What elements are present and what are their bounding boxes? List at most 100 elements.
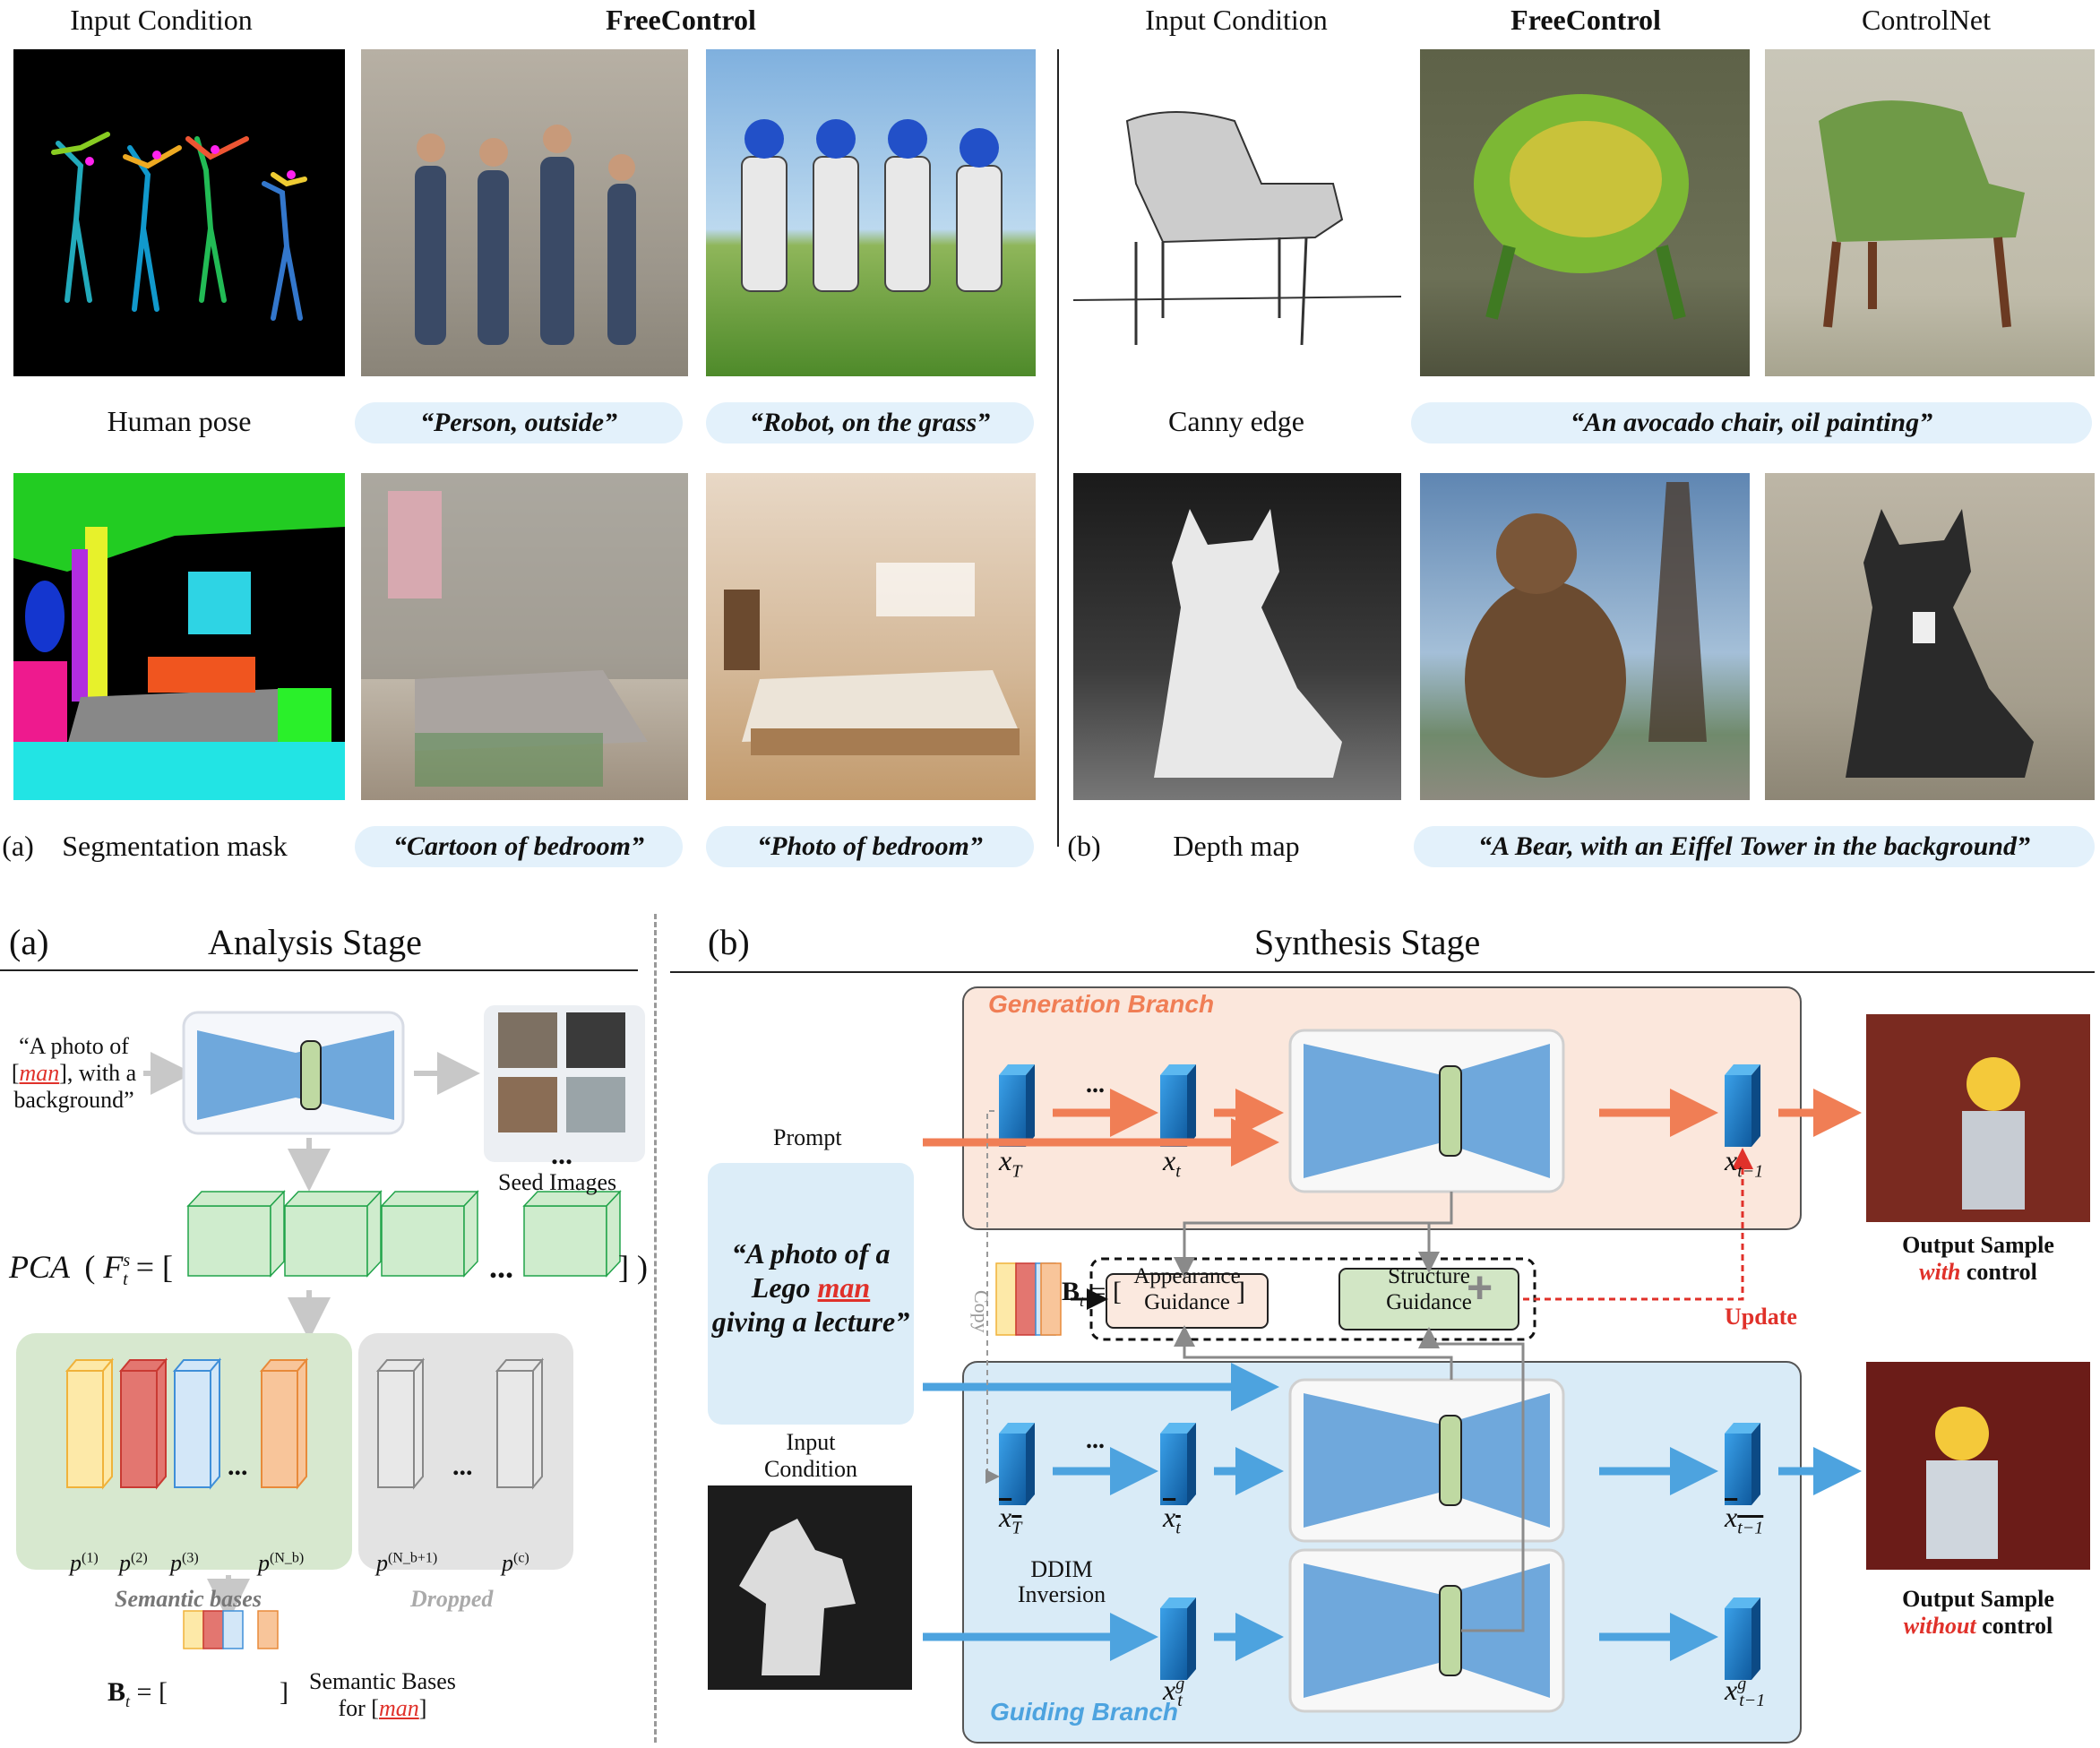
connector-guide-app	[1174, 1325, 1453, 1380]
row1-condition-label-a: Human pose	[107, 405, 252, 437]
synthesis-panel-label: (b)	[708, 922, 750, 962]
cube-xT-guide	[999, 1423, 1035, 1505]
analysis-prompt-line1: “A photo of	[19, 1033, 129, 1059]
var-xt1-guide: xt−1	[1725, 1501, 1764, 1538]
output-bear-eiffel-controlnet-image	[1765, 473, 2095, 800]
var-xt-gen: xt	[1163, 1144, 1181, 1182]
copy-dashed-arrow	[985, 1110, 1000, 1484]
structure-guidance-label: Structure Guidance	[1386, 1264, 1472, 1314]
cube-xt1-guide	[1725, 1423, 1760, 1505]
connector-gen-struct	[1418, 1221, 1451, 1273]
guiding-branch-label: Guiding Branch	[990, 1698, 1178, 1726]
top-divider	[1057, 49, 1059, 847]
feature-cube-2	[283, 1190, 383, 1278]
analysis-stage-title: Analysis Stage	[208, 922, 422, 962]
pca-F: F	[103, 1249, 124, 1285]
panel-label-top-b: (b)	[1067, 830, 1101, 862]
generation-branch-label: Generation Branch	[988, 990, 1215, 1018]
depth-map-condition-image	[1073, 473, 1401, 800]
output-cartoon-bedroom-image	[361, 473, 688, 800]
var-xt-guide: xt	[1163, 1501, 1181, 1538]
ddim-inversion-label: DDIM Inversion	[1017, 1556, 1106, 1607]
prompt-pill-cartoon-bedroom: “Cartoon of bedroom”	[355, 826, 683, 867]
analysis-bt-close: ]	[280, 1677, 288, 1707]
feature-cube-1	[186, 1190, 286, 1278]
seed-image-3	[498, 1077, 557, 1132]
connector-inv-struct	[1418, 1327, 1525, 1632]
semantic-bases-for-man: Semantic Bases for [man]	[309, 1668, 456, 1721]
output-bear-eiffel-freecontrol-image	[1420, 473, 1750, 800]
cube-xt-gen	[1160, 1064, 1196, 1147]
semantic-bases-man: man	[378, 1695, 419, 1721]
synthesis-prompt-text: “A photo of a Lego man giving a lecture”	[711, 1237, 910, 1338]
pca-ellipsis: ...	[489, 1249, 513, 1285]
lego-body-with	[1962, 1111, 2025, 1210]
bottom-dashed-divider	[654, 914, 657, 1743]
output-avocado-chair-freecontrol-image	[1420, 49, 1750, 376]
seed-images-ellipsis: ...	[551, 1138, 572, 1170]
synthesis-bt-label: Bt = [	[1062, 1277, 1122, 1310]
analysis-unet-encoder	[197, 1030, 296, 1120]
var-xtg: xgt	[1163, 1674, 1185, 1711]
basis-column-nb	[259, 1357, 309, 1490]
dropped-column-1	[375, 1357, 426, 1490]
depth-lecturer-silhouette	[739, 1519, 856, 1675]
prompt-pill-robot-grass: “Robot, on the grass”	[706, 402, 1034, 443]
pca-eq: = [	[135, 1249, 173, 1285]
basis-label-nb: p(N_b)	[258, 1550, 305, 1576]
pca-open: (	[84, 1249, 96, 1285]
lego-body-without	[1926, 1460, 1998, 1559]
analysis-panel-label: (a)	[9, 922, 49, 962]
analysis-bt-bar	[183, 1610, 279, 1649]
update-label: Update	[1725, 1304, 1797, 1330]
copy-label: Copy	[970, 1290, 993, 1333]
header-input-condition-b: Input Condition	[1145, 4, 1328, 36]
synthesis-bt-bar	[995, 1262, 1062, 1336]
pca-formula: PCA ( Fst = [	[9, 1249, 173, 1290]
update-dashed-arrow	[1523, 1148, 1753, 1301]
row1-condition-label-b: Canny edge	[1168, 405, 1304, 437]
unet-generation	[1288, 1029, 1565, 1193]
analysis-prompt: “A photo of [man], with a background”	[0, 1033, 148, 1114]
connector-gen-down	[1174, 1192, 1453, 1279]
synthesis-prompt-man: man	[817, 1271, 871, 1304]
segmentation-condition-image	[13, 473, 345, 800]
synthesis-input-condition-label: Input Condition	[763, 1429, 857, 1482]
output-avocado-chair-controlnet-image	[1765, 49, 2095, 376]
basis-label-1: p(1)	[70, 1550, 99, 1576]
synthesis-bt-close: ]	[1236, 1277, 1245, 1306]
output-with-caption: Output Sample with control	[1902, 1232, 2054, 1285]
synthesis-diagram	[708, 986, 2090, 1744]
var-xt1-gen: xt−1	[1725, 1144, 1764, 1182]
synthesis-prompt-label: Prompt	[773, 1124, 842, 1150]
seed-image-4	[566, 1077, 625, 1132]
synthesis-prompt-box	[708, 1163, 914, 1425]
synthesis-stage-title: Synthesis Stage	[1254, 922, 1481, 962]
dropped-column-c	[495, 1357, 545, 1490]
seed-images-label: Seed Images	[498, 1169, 617, 1195]
cube-xt-guide	[1160, 1423, 1196, 1505]
analysis-prompt-line2: [man], with a	[11, 1060, 137, 1086]
analysis-prompt-line3: background”	[13, 1087, 134, 1113]
basis-label-3: p(3)	[170, 1550, 199, 1576]
row2-condition-label-b: Depth map	[1173, 830, 1300, 862]
dropped-label-c: p(c)	[502, 1550, 529, 1576]
header-freecontrol-a: FreeControl	[606, 4, 756, 36]
row2-condition-label-a: Segmentation mask	[62, 830, 288, 862]
seed-image-1	[498, 1012, 557, 1068]
prompt-pill-person-outside: “Person, outside”	[355, 402, 683, 443]
feature-cube-4	[522, 1190, 622, 1278]
lego-head-without	[1935, 1407, 1989, 1460]
cube-xT-gen	[999, 1064, 1035, 1147]
seed-image-2	[566, 1012, 625, 1068]
header-input-condition-a: Input Condition	[70, 4, 253, 36]
synthesis-rule	[670, 971, 2095, 973]
dropped-caption: Dropped	[410, 1586, 494, 1612]
output-photo-bedroom-image	[706, 473, 1036, 800]
cube-xt1-gen	[1725, 1064, 1760, 1147]
header-controlnet: ControlNet	[1862, 4, 1991, 36]
prompt-pill-avocado-chair: “An avocado chair, oil painting”	[1411, 402, 2092, 443]
lego-head-with	[1967, 1057, 2020, 1111]
var-xt1g: xgt−1	[1725, 1674, 1766, 1711]
pca-label: PCA	[9, 1249, 70, 1285]
